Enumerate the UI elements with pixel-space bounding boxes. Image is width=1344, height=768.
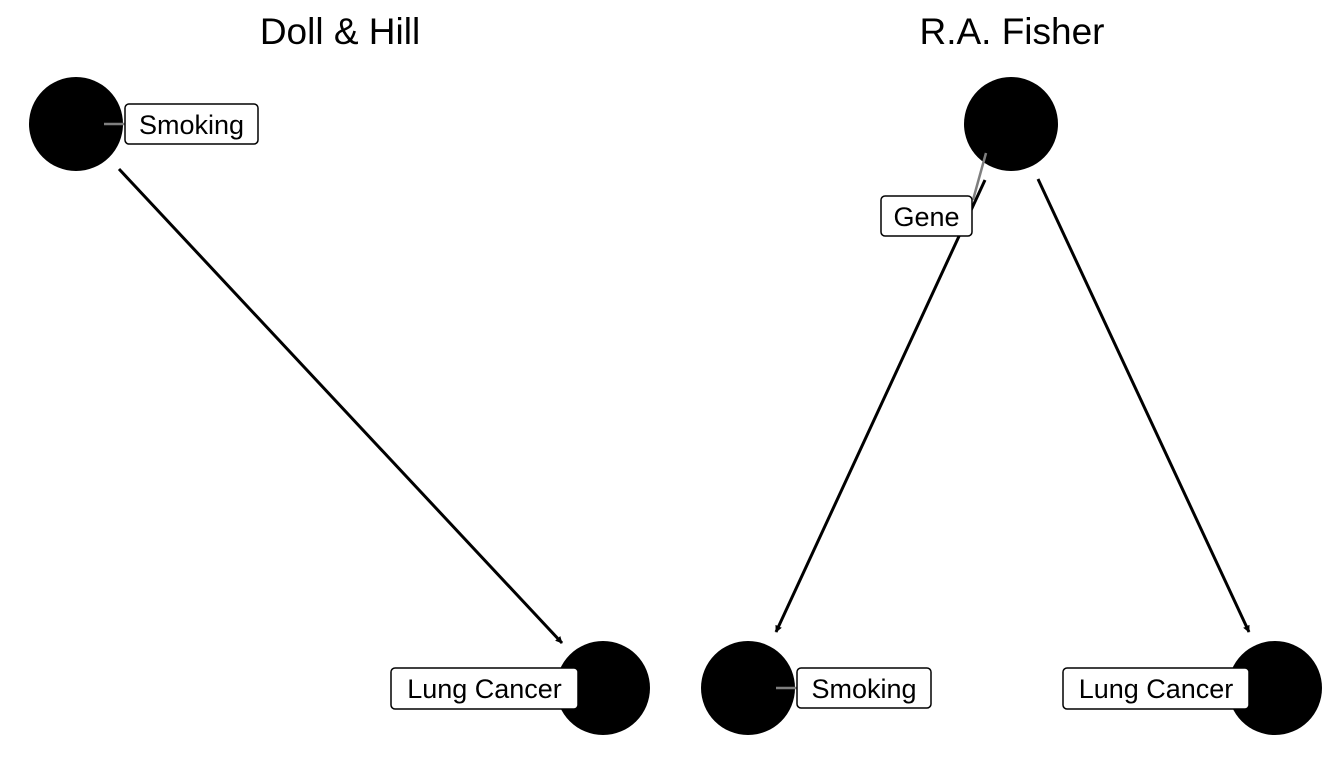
panel-title: Doll & Hill (260, 11, 420, 52)
node-label: Smoking (139, 110, 244, 140)
node-label: Lung Cancer (407, 674, 562, 704)
panel-title: R.A. Fisher (919, 11, 1104, 52)
node-circle (701, 641, 795, 735)
node-circle (1228, 641, 1322, 735)
node-gene: Gene (880, 77, 1058, 237)
node-label: Lung Cancer (1079, 674, 1234, 704)
node-circle (29, 77, 123, 171)
label-box (1062, 667, 1250, 710)
panel-ra-fisher: R.A. Fisher Gene Smoking Lung Cancer (701, 11, 1322, 735)
label-box (390, 667, 579, 710)
label-leader-line (971, 152, 988, 201)
node-label: Gene (893, 202, 959, 232)
node-label: Smoking (811, 674, 916, 704)
panel-doll-hill: Doll & Hill Smoking Lung Cancer (29, 11, 650, 735)
label-box (880, 195, 973, 237)
edge-gene-to-lung-cancer (1036, 178, 1251, 633)
node-smoking: Smoking (701, 641, 932, 735)
label-box (124, 103, 259, 145)
edge-gene-to-smoking (774, 179, 987, 633)
node-lung-cancer: Lung Cancer (390, 641, 650, 735)
edge-smoking-to-lung-cancer (117, 167, 564, 645)
label-box (796, 667, 932, 709)
node-circle (556, 641, 650, 735)
node-circle (964, 77, 1058, 171)
node-lung-cancer: Lung Cancer (1062, 641, 1322, 735)
node-smoking: Smoking (29, 77, 259, 171)
